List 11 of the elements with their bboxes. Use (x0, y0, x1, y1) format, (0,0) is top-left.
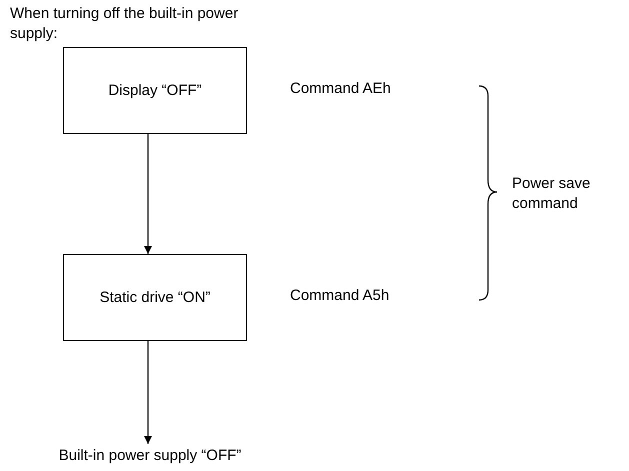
process-box (63, 47, 247, 134)
box-label: Static drive “ON” (100, 289, 210, 306)
heading-text: When turning off the built-in power supply: (10, 4, 240, 44)
end-text: Built-in power supply “OFF” (0, 444, 300, 466)
process-box (63, 254, 247, 341)
command-note: Command AEh (290, 80, 391, 97)
command-note: Command A5h (290, 287, 390, 304)
arrow (144, 341, 152, 444)
arrow (144, 134, 152, 254)
brace-label: Power save command (512, 174, 592, 214)
box-label: Display “OFF” (108, 82, 202, 99)
